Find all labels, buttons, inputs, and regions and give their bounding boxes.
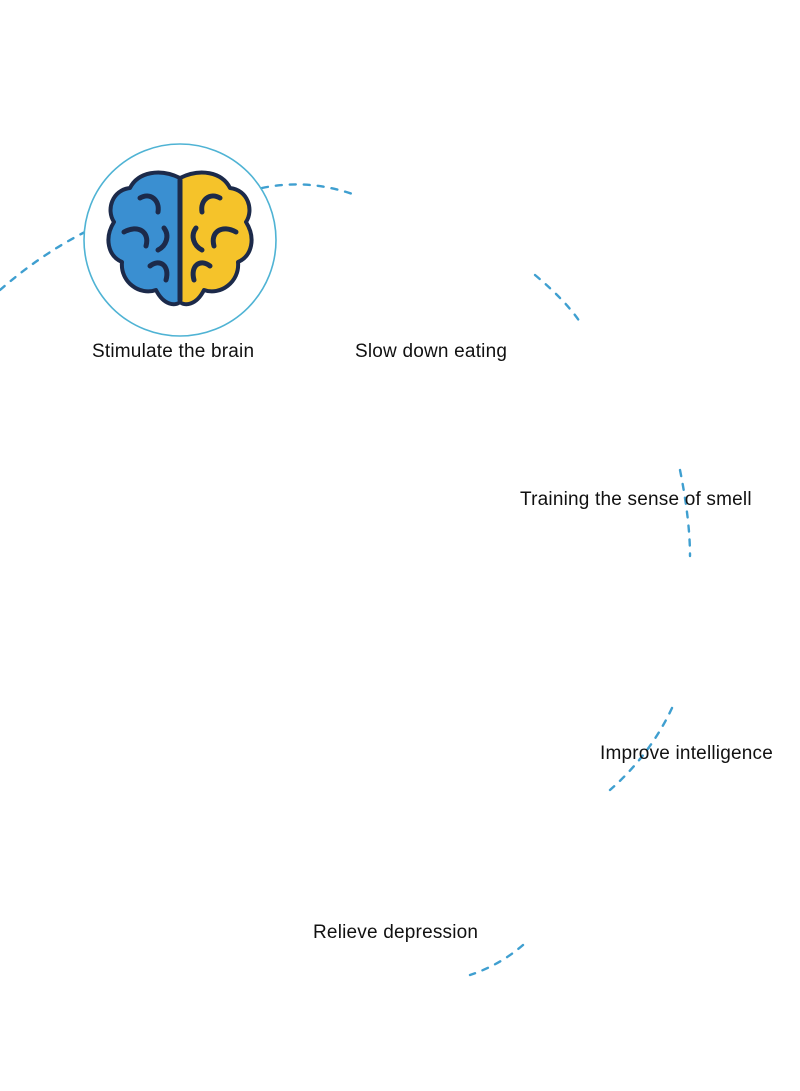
feature-label-smell: Training the sense of smell — [520, 489, 752, 510]
dashed-connectors — [0, 183, 692, 977]
brain-icon — [106, 170, 254, 307]
feature-label-hourglass: Slow down eating — [355, 341, 508, 362]
feature-circle-brain — [83, 143, 277, 337]
feature-label-brain: Stimulate the brain — [92, 341, 255, 362]
feature-label-intelligence: Improve intelligence — [600, 743, 773, 764]
feature-label-relieve: Relieve depression — [313, 922, 479, 943]
